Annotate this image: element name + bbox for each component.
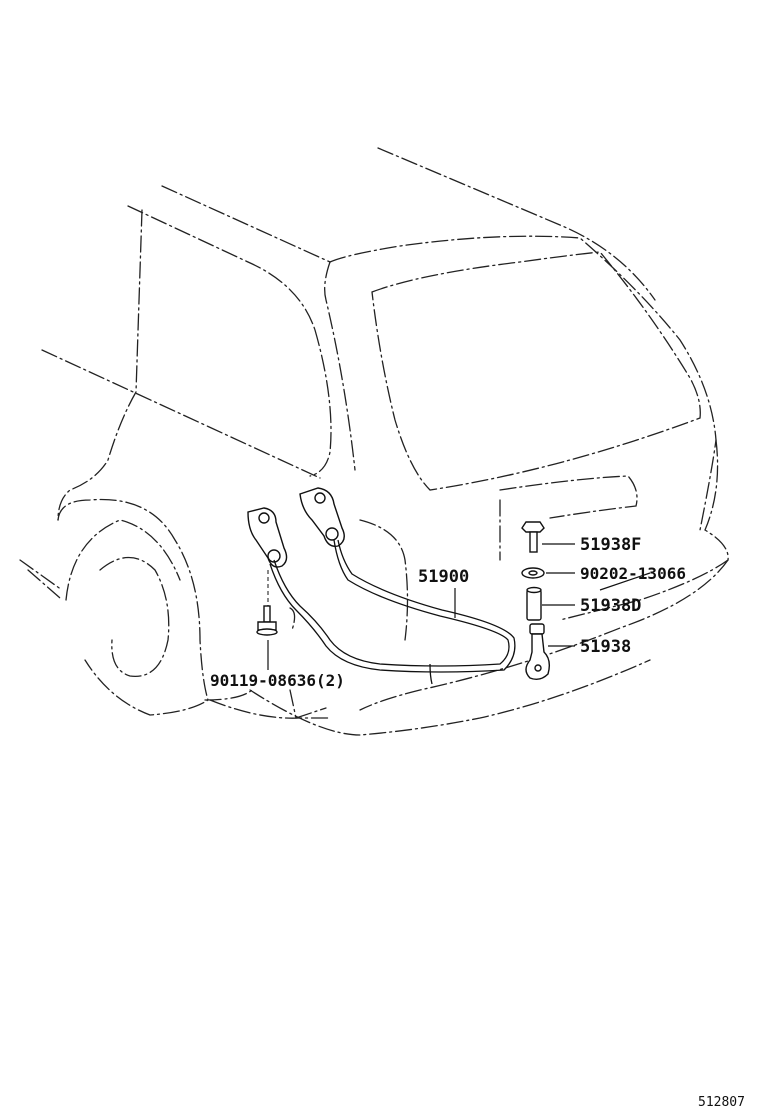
hinge-bracket-right	[299, 487, 345, 547]
cable-51900	[269, 539, 516, 685]
vehicle-body-outline	[19, 147, 729, 736]
bolt-90119	[256, 605, 278, 636]
stay-51938	[525, 623, 551, 681]
label-51938D: 51938D	[580, 596, 641, 616]
washer-90202	[521, 567, 545, 579]
bolt-51938F	[521, 521, 545, 553]
hinge-bracket-left	[247, 507, 288, 568]
label-51900: 51900	[418, 567, 469, 587]
label-51938: 51938	[580, 637, 631, 657]
leader-lines	[267, 543, 651, 670]
sleeve-51938D	[526, 586, 542, 621]
diagram-reference-number: 512807	[698, 1095, 745, 1110]
label-51938F: 51938F	[580, 535, 641, 555]
callout-labels: 51900 51938F 90202-13066 51938D 51938 90…	[210, 535, 686, 690]
label-90119-08636: 90119-08636(2)	[210, 671, 345, 690]
label-90202-13066: 90202-13066	[580, 564, 686, 583]
